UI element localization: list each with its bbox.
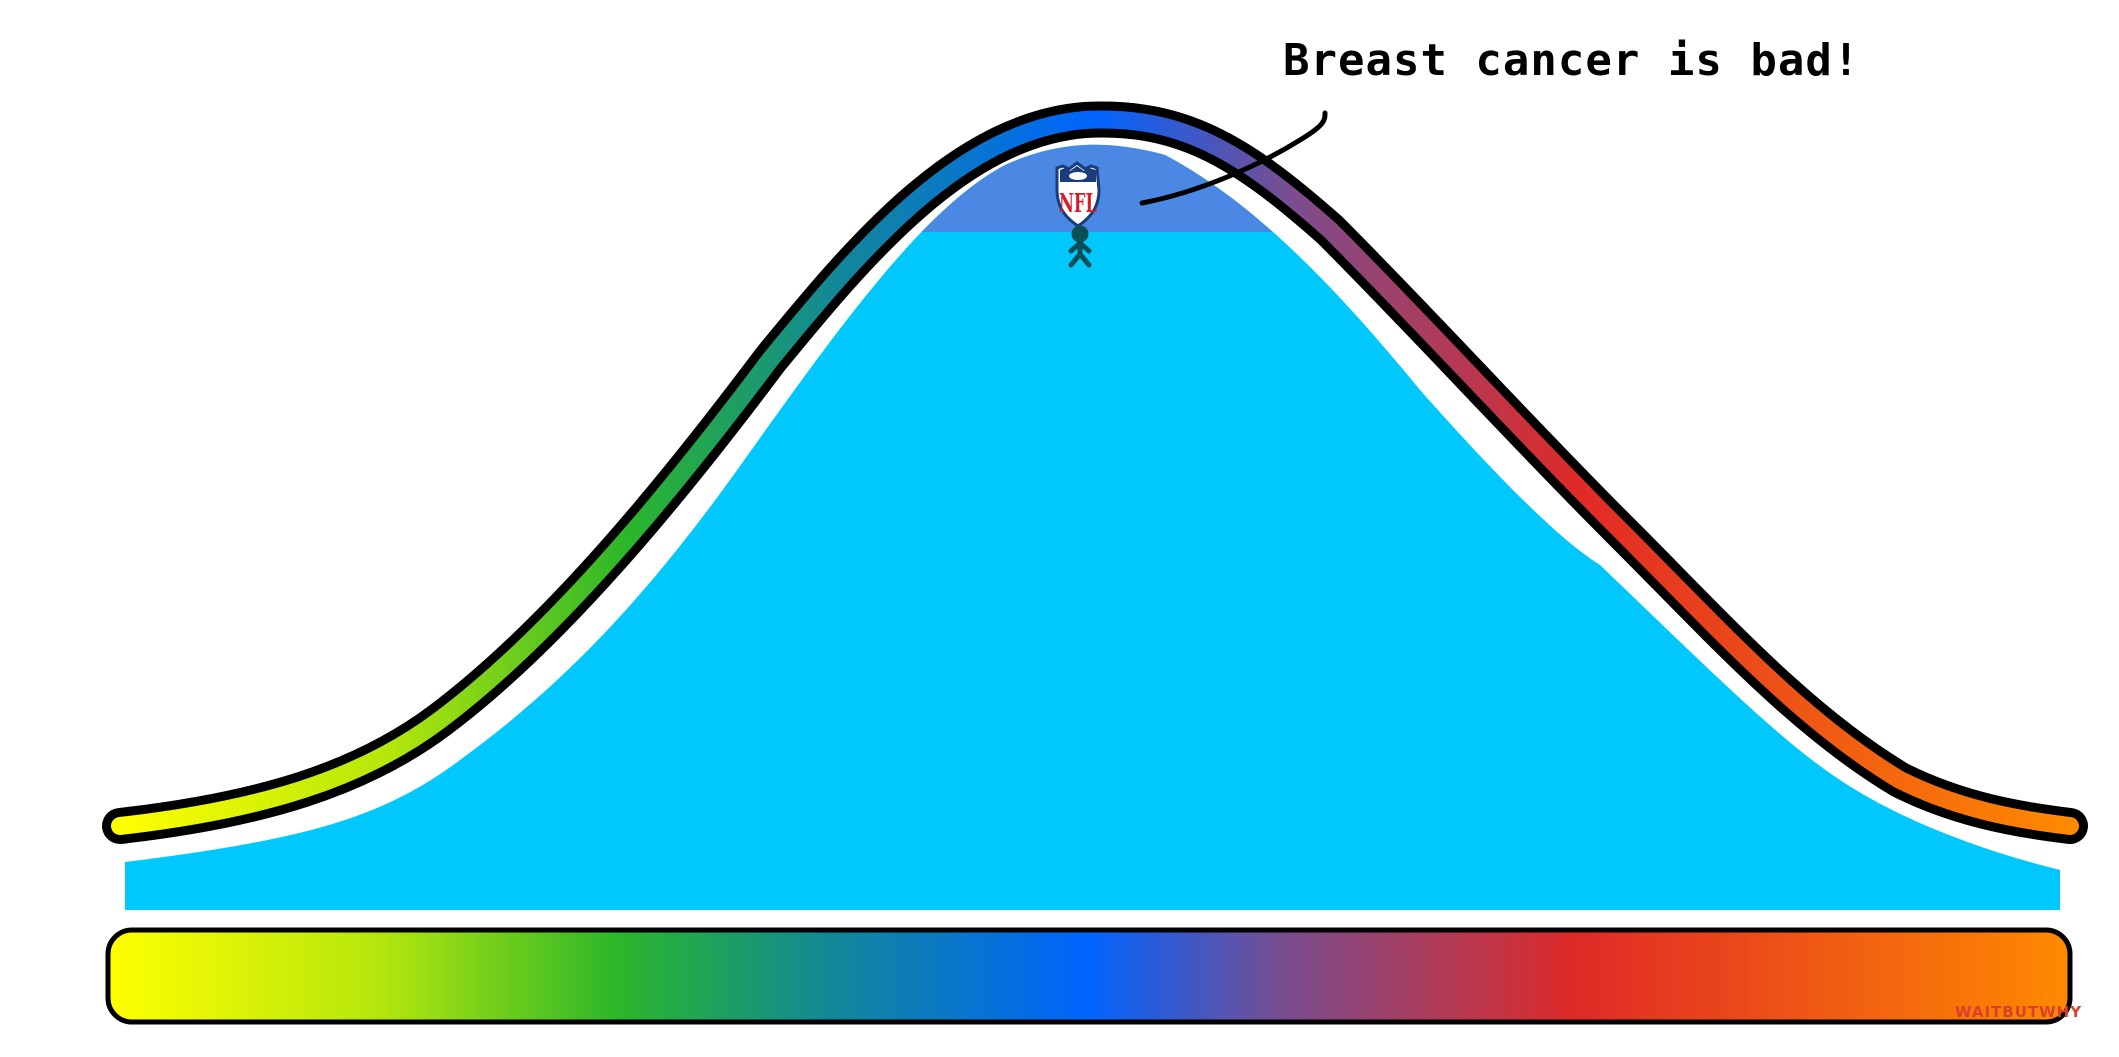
- watermark-text: WAITBUTWHY: [1955, 1003, 2082, 1021]
- callout-text: Breast cancer is bad!: [1283, 35, 1860, 86]
- stick-figure-icon: [1068, 225, 1092, 268]
- nfl-letters: NFL: [1059, 189, 1097, 219]
- nfl-shield-logo: NFL: [1055, 161, 1101, 228]
- bell-curve-spectrum: [111, 110, 2079, 835]
- population-fill: [125, 144, 2060, 910]
- callout-pointer-line: [1139, 110, 1328, 206]
- football-icon: [1069, 172, 1087, 180]
- spectrum-bar: [105, 927, 2073, 1025]
